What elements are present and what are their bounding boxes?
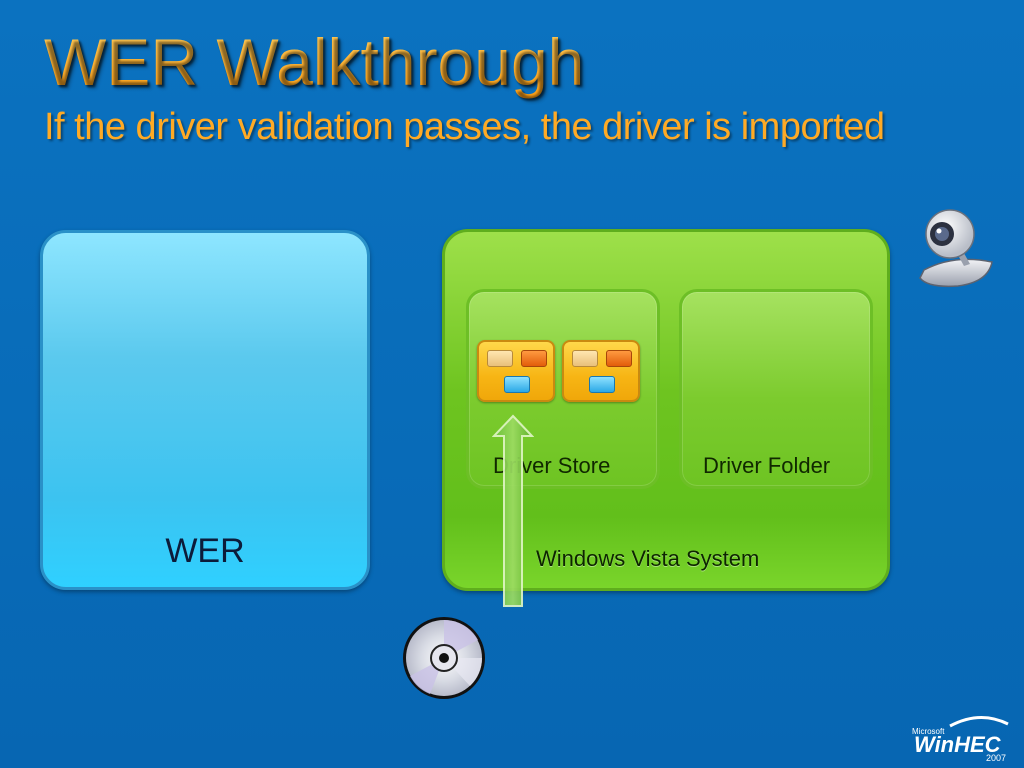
cd-disc-icon <box>403 617 485 699</box>
webcam-icon <box>919 209 993 288</box>
windows-vista-system-label: Windows Vista System <box>536 546 760 571</box>
driver-folder-box <box>679 289 873 489</box>
driver-package-icon <box>477 340 555 402</box>
package-block-tan <box>487 350 513 367</box>
logo-microsoft-text: Microsoft <box>912 727 945 736</box>
wer-box <box>40 230 370 590</box>
package-block-blue <box>504 376 530 393</box>
arrow-up-icon <box>492 414 534 607</box>
package-block-orange <box>606 350 632 367</box>
package-block-orange <box>521 350 547 367</box>
package-block-tan <box>572 350 598 367</box>
logo-year-text: 2007 <box>986 753 1006 762</box>
package-block-blue <box>589 376 615 393</box>
winhec-logo: Microsoft WinHEC 2007 <box>910 712 1014 763</box>
logo-winhec-text: WinHEC <box>914 732 1002 757</box>
driver-package-icon <box>562 340 640 402</box>
slide-title: WER Walkthrough <box>44 22 584 102</box>
wer-label: WER <box>165 532 245 570</box>
slide-subtitle: If the driver validation passes, the dri… <box>44 106 885 148</box>
driver-folder-label: Driver Folder <box>703 453 831 478</box>
